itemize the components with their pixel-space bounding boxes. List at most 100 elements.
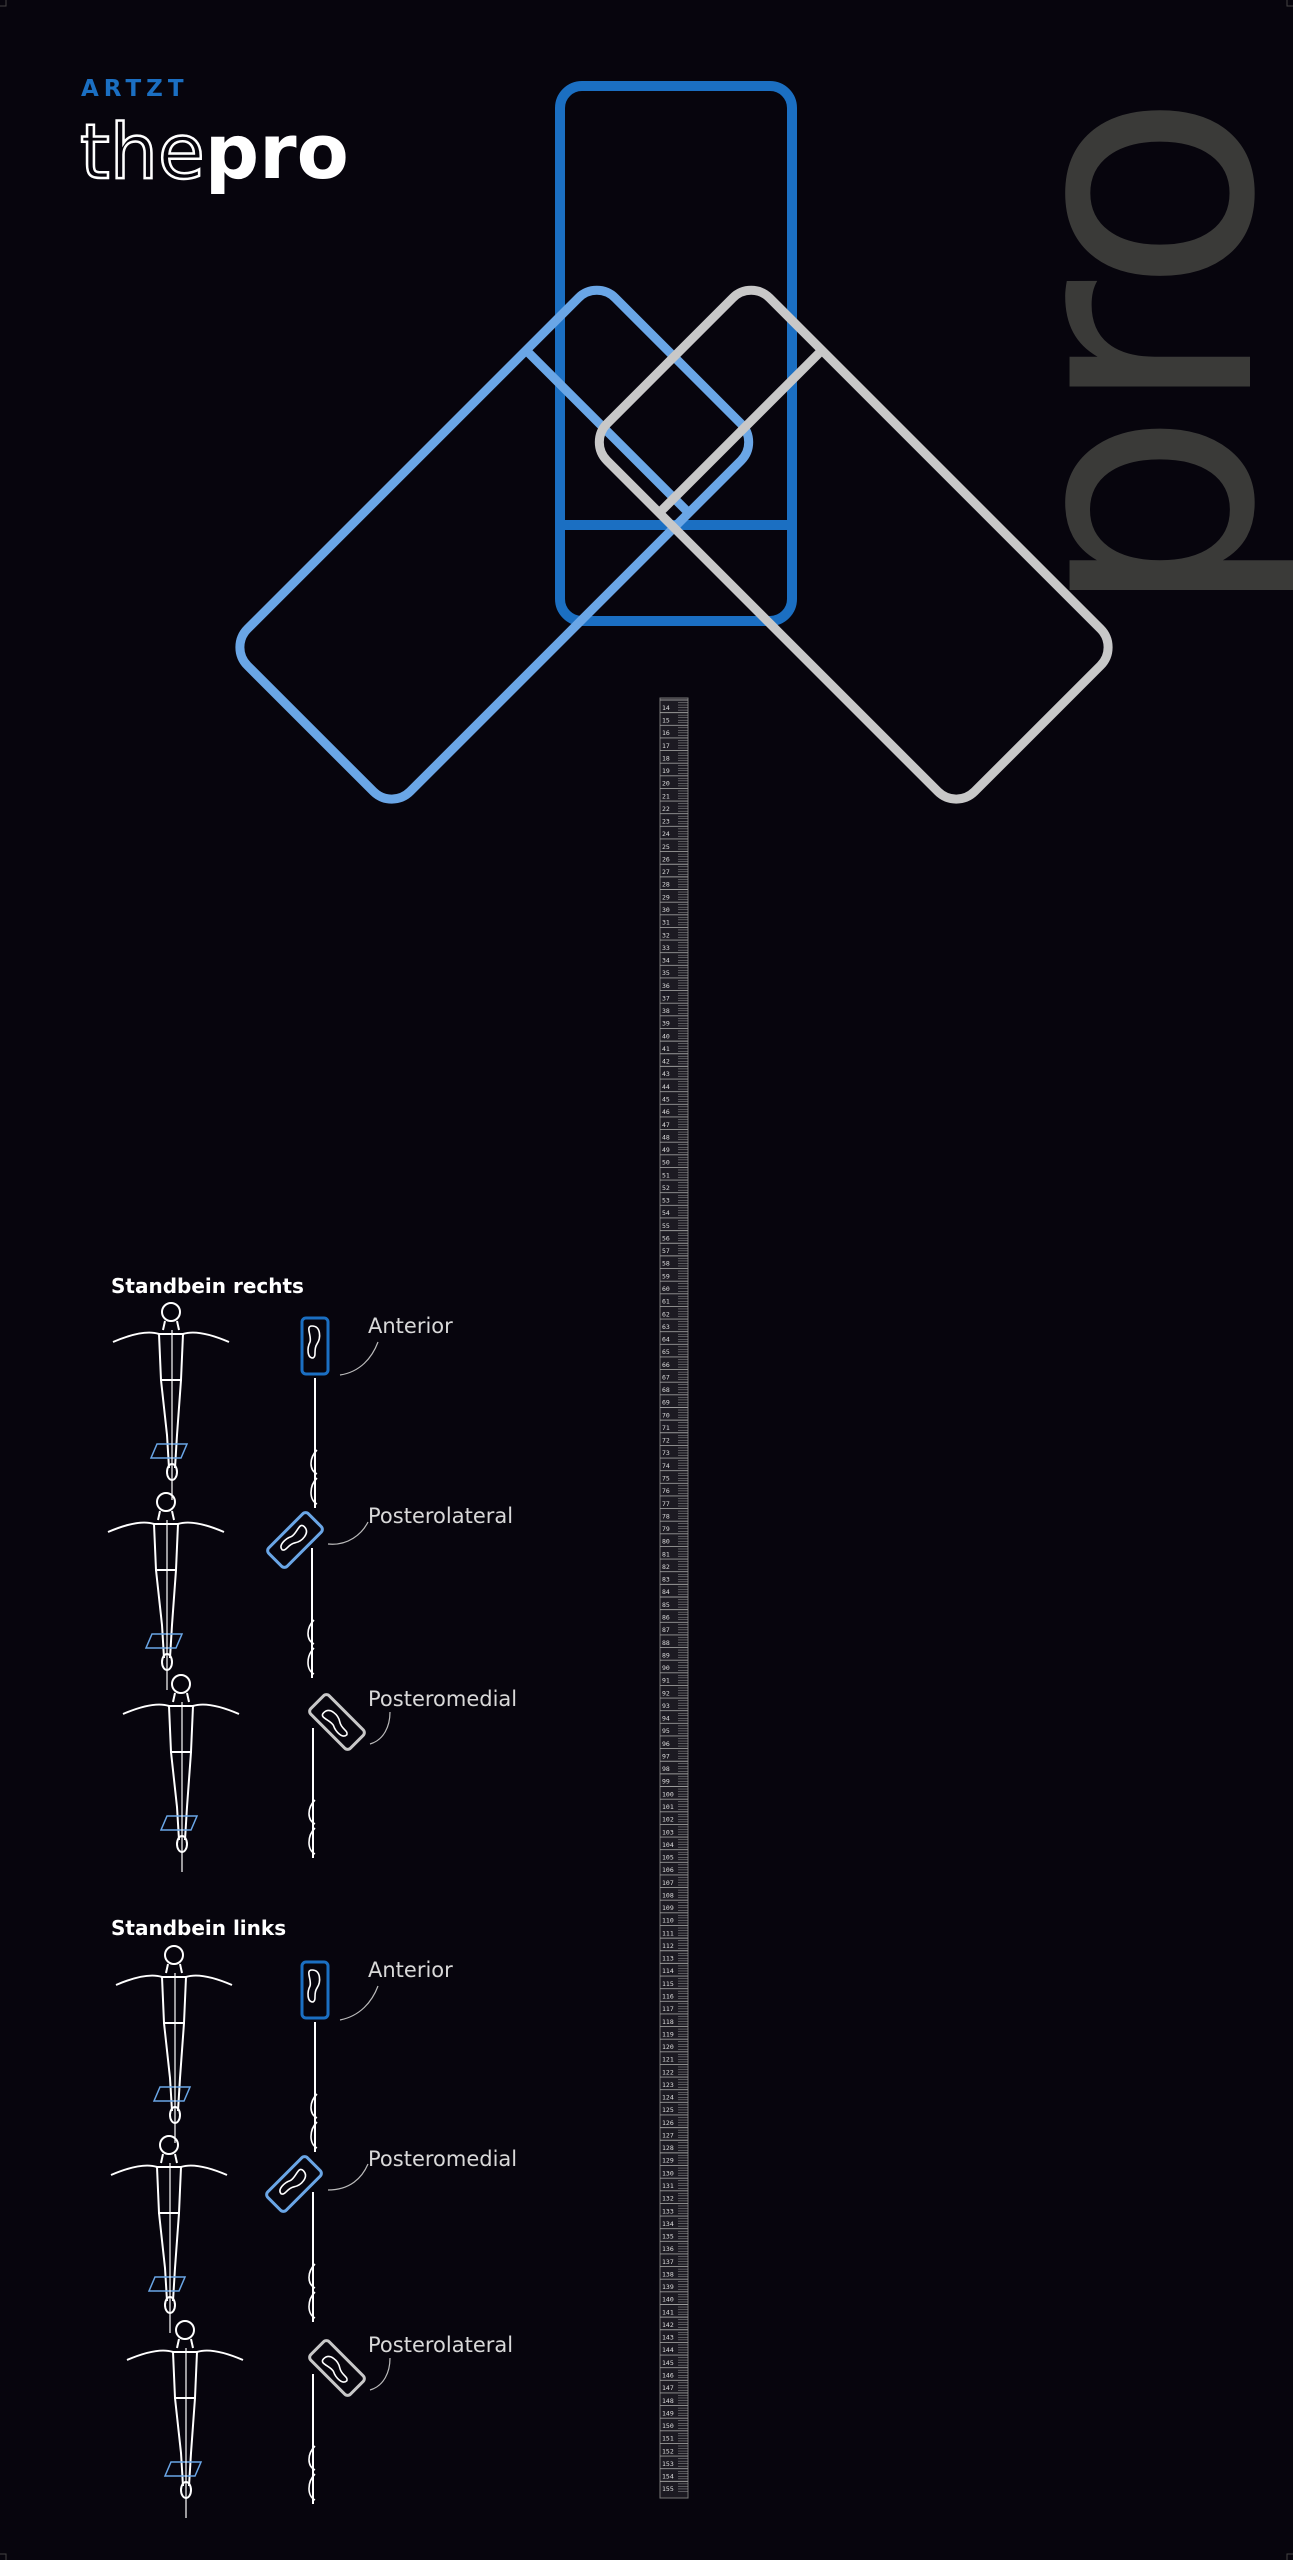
posteromedial-pad-frame (594, 285, 1113, 804)
scale-number: 70 (662, 1411, 670, 1419)
scale-number: 23 (662, 818, 670, 826)
scale-number: 82 (662, 1563, 670, 1571)
label-pointer (339, 1341, 379, 1376)
scale-number: 125 (662, 2106, 674, 2114)
scale-number: 113 (662, 1955, 674, 1963)
scale-number: 15 (662, 716, 670, 724)
scale-number: 94 (662, 1715, 670, 1723)
scale-number: 32 (662, 931, 670, 939)
crop-mark-bottom-right (1286, 2553, 1293, 2560)
scale-number: 72 (662, 1437, 670, 1445)
brand-logo-wordmark: thepro (80, 107, 349, 196)
scale-number: 106 (662, 1866, 674, 1874)
scale-number: 133 (662, 2207, 674, 2215)
scale-number: 118 (662, 2018, 674, 2026)
scale-number: 129 (662, 2157, 674, 2165)
crop-mark-top-right (1286, 0, 1293, 7)
figure-standbein-links-posterolateral (126, 2320, 391, 2519)
scale-number: 60 (662, 1285, 670, 1293)
scale-number: 84 (662, 1588, 670, 1596)
scale-number: 20 (662, 780, 670, 788)
scale-number: 111 (662, 1929, 674, 1937)
scale-number: 33 (662, 944, 670, 952)
scale-number: 103 (662, 1828, 674, 1836)
scale-number: 59 (662, 1272, 670, 1280)
scale-number: 57 (662, 1247, 670, 1255)
posterolateral-pad-icon (308, 2339, 366, 2397)
section-title-standbein-rechts: Standbein rechts (111, 1274, 304, 1298)
section-title-standbein-links: Standbein links (111, 1916, 287, 1940)
anterior-pad-icon (300, 1316, 330, 1376)
scale-number: 81 (662, 1550, 670, 1558)
scale-number: 153 (662, 2460, 674, 2468)
scale-number: 146 (662, 2372, 674, 2380)
scale-number: 21 (662, 792, 670, 800)
scale-number: 53 (662, 1197, 670, 1205)
brand-name-artzt: ARTZT (81, 76, 189, 102)
scale-number: 22 (662, 805, 670, 813)
scale-number: 71 (662, 1424, 670, 1432)
scale-number: 100 (662, 1790, 674, 1798)
scale-number: 147 (662, 2384, 674, 2392)
scale-number: 41 (662, 1045, 670, 1053)
anterior-pad-icon (300, 1960, 330, 2020)
scale-number: 149 (662, 2409, 674, 2417)
scale-number: 24 (662, 830, 670, 838)
scale-number: 50 (662, 1159, 670, 1167)
scale-number: 26 (662, 855, 670, 863)
posteromedial-pad-icon (265, 2155, 323, 2213)
scale-number: 112 (662, 1942, 674, 1950)
crop-mark-top-left (0, 0, 7, 7)
scale-number: 40 (662, 1032, 670, 1040)
scale-number: 97 (662, 1752, 670, 1760)
scale-number: 45 (662, 1096, 670, 1104)
scale-number: 142 (662, 2321, 674, 2329)
scale-number: 76 (662, 1487, 670, 1495)
scale-number: 150 (662, 2422, 674, 2430)
scale-number: 87 (662, 1626, 670, 1634)
scale-number: 37 (662, 994, 670, 1002)
scale-number: 39 (662, 1020, 670, 1028)
scale-number: 92 (662, 1689, 670, 1697)
scale-number: 67 (662, 1373, 670, 1381)
scale-number: 54 (662, 1209, 670, 1217)
scale-number: 119 (662, 2030, 674, 2038)
scale-number: 17 (662, 742, 670, 750)
scale-number: 75 (662, 1475, 670, 1483)
scale-number: 124 (662, 2094, 674, 2102)
scale-number: 48 (662, 1133, 670, 1141)
scale-number: 86 (662, 1613, 670, 1621)
scale-number: 62 (662, 1310, 670, 1318)
scale-number: 19 (662, 767, 670, 775)
scale-number: 43 (662, 1070, 670, 1078)
scale-number: 27 (662, 868, 670, 876)
scale-number: 74 (662, 1462, 670, 1470)
scale-number: 38 (662, 1007, 670, 1015)
scale-number: 109 (662, 1904, 674, 1912)
scale-number: 89 (662, 1651, 670, 1659)
scale-number: 101 (662, 1803, 674, 1811)
scale-number: 66 (662, 1361, 670, 1369)
scale-number: 152 (662, 2447, 674, 2455)
scale-number: 16 (662, 729, 670, 737)
scale-number: 98 (662, 1765, 670, 1773)
scale-number: 68 (662, 1386, 670, 1394)
figure-standbein-rechts-posterolateral (107, 1492, 369, 1691)
scale-number: 56 (662, 1234, 670, 1242)
direction-label: Anterior (368, 1314, 453, 1338)
scale-number: 51 (662, 1171, 670, 1179)
scale-number: 93 (662, 1702, 670, 1710)
scale-number: 78 (662, 1512, 670, 1520)
label-pointer (369, 2357, 391, 2391)
scale-number: 132 (662, 2195, 674, 2203)
scale-number: 44 (662, 1083, 670, 1091)
scale-number: 85 (662, 1601, 670, 1609)
scale-number: 31 (662, 919, 670, 927)
scale-number: 117 (662, 2005, 674, 2013)
scale-number: 107 (662, 1879, 674, 1887)
scale-number: 104 (662, 1841, 674, 1849)
scale-number: 99 (662, 1778, 670, 1786)
direction-label: Posteromedial (368, 1687, 518, 1711)
scale-number: 79 (662, 1525, 670, 1533)
